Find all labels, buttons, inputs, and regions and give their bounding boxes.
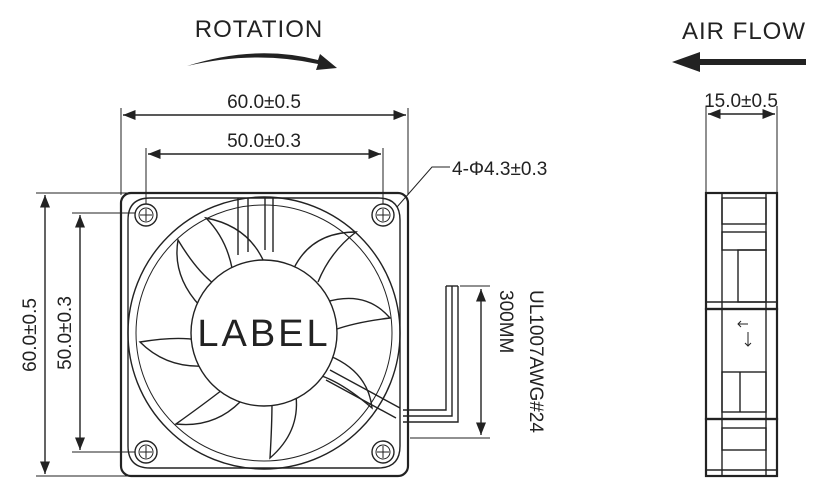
frame-width-value: 60.0±0.5 xyxy=(227,92,301,113)
frame-height-value: 60.0±0.5 xyxy=(20,298,41,372)
thickness-value: 15.0±0.5 xyxy=(704,91,778,112)
fan-front-view: LABEL xyxy=(119,191,410,478)
hole-spacing-height-dimension: 50.0±0.3 xyxy=(55,212,140,453)
hole-spacing-height-value: 50.0±0.3 xyxy=(55,296,76,370)
mounting-hole-top-left xyxy=(134,203,158,227)
thickness-dimension: 15.0±0.5 xyxy=(704,91,778,193)
width-dimension: 60.0±0.5 xyxy=(120,92,409,195)
rotation-heading: ROTATION xyxy=(195,16,323,43)
air-flow-arrow-icon xyxy=(672,52,806,72)
lead-wire-length: 300MM xyxy=(495,290,516,353)
rotation-arrow-icon xyxy=(187,53,337,70)
height-dimension: 60.0±0.5 xyxy=(20,192,130,477)
hole-spacing-width-dimension: 50.0±0.3 xyxy=(145,131,384,205)
fan-hub xyxy=(190,259,338,407)
fan-side-view xyxy=(704,191,779,478)
mounting-hole-callout: 4-Φ4.3±0.3 xyxy=(396,159,547,208)
direction-arrows-icon xyxy=(737,320,752,347)
mounting-hole-bottom-right xyxy=(371,440,395,464)
air-flow-heading: AIR FLOW xyxy=(682,18,806,45)
fan-venturi xyxy=(127,196,401,470)
hub-label: LABEL xyxy=(197,313,330,355)
fan-frame xyxy=(119,191,410,478)
lead-wire-spec: UL1007AWG#24 xyxy=(525,290,546,433)
mounting-holes-value: 4-Φ4.3±0.3 xyxy=(452,159,547,180)
hole-spacing-width-value: 50.0±0.3 xyxy=(227,131,301,152)
fan-blades xyxy=(138,216,392,460)
mounting-hole-top-right xyxy=(371,203,395,227)
mounting-hole-bottom-left xyxy=(134,440,158,464)
lead-wires: UL1007AWG#24 300MM xyxy=(403,285,546,439)
